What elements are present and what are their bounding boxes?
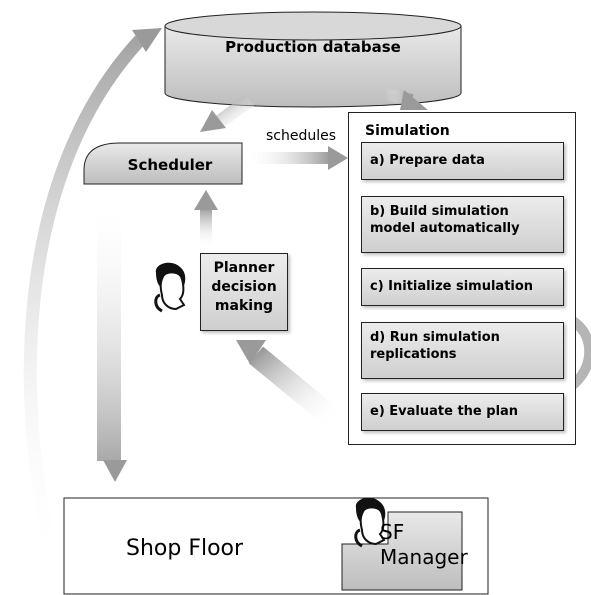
- planner-box: Planner decision making: [200, 253, 288, 331]
- db-to-simulation-arrowhead: [400, 90, 428, 110]
- production-database-cylinder: [164, 11, 462, 108]
- simulation-to-planner-arrow: [249, 346, 342, 429]
- simulation-step-e: e) Evaluate the plan: [361, 393, 564, 431]
- scheduler-to-shopfloor-arrow: [97, 196, 121, 461]
- feedback-arc-arrow: [23, 35, 145, 570]
- sf-manager-label: SF Manager: [380, 520, 468, 569]
- sf-manager-box: [341, 511, 463, 591]
- db-to-scheduler-arrow: [210, 94, 255, 131]
- simulation-step-a: a) Prepare data: [361, 142, 564, 180]
- simulation-title: Simulation: [365, 123, 450, 139]
- production-database-label: Production database: [225, 38, 401, 56]
- schedules-arrowhead: [328, 146, 348, 170]
- shop-floor-label: Shop Floor: [126, 536, 244, 561]
- feedback-arrowhead: [132, 28, 162, 52]
- planner-to-scheduler-arrow: [200, 208, 212, 248]
- simulation-step-d: d) Run simulation replications: [361, 322, 564, 379]
- scheduler-label: Scheduler: [127, 156, 213, 174]
- planner-to-scheduler-arrowhead: [194, 190, 218, 210]
- planner-person-icon: [154, 262, 186, 313]
- simulation-to-planner-arrowhead: [236, 340, 266, 364]
- db-to-scheduler-arrowhead: [200, 110, 226, 132]
- simulation-step-b: b) Build simulation model automatically: [361, 196, 564, 253]
- sf-manager-person-icon: [354, 497, 386, 548]
- scheduler-shape: [83, 142, 243, 185]
- schedules-arrow: [246, 152, 330, 164]
- simulation-step-c: c) Initialize simulation: [361, 268, 564, 306]
- scheduler-to-shopfloor-arrowhead: [103, 460, 127, 482]
- schedules-label: schedules: [266, 128, 337, 144]
